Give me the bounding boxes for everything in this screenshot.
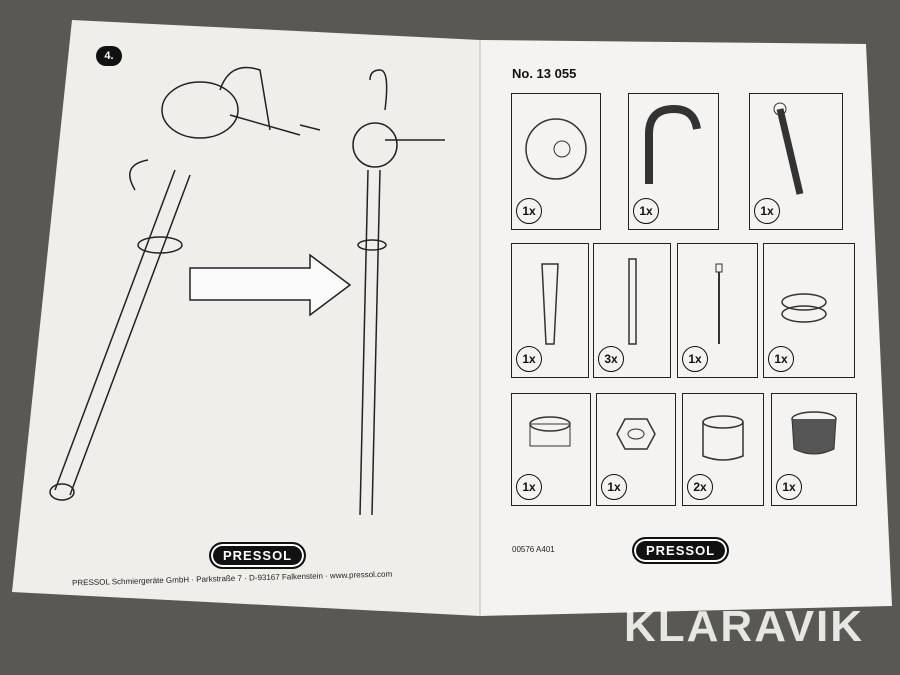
part-box-hex-nut: 1x [596,393,676,506]
quantity-label: 3x [598,346,624,372]
part-box-bung-adapter: 1x [763,243,855,378]
part-box-foot-valve: 1x [771,393,857,506]
part-box-bent-outlet-pipe: 1x [628,93,719,230]
part-number-title: No. 13 055 [512,66,577,81]
quantity-label: 1x [516,198,542,224]
crank-drawing [773,102,804,195]
part-box-sleeve: 2x [682,393,764,506]
right-page [480,40,892,616]
rod-drawing [715,263,723,344]
hex-nut-drawing [616,418,656,450]
left-page [12,20,480,616]
tube-drawing [628,258,637,345]
sleeve-drawing [702,415,744,461]
part-box-crank-handle: 1x [749,93,843,230]
part-box-suction-tube-tapered: 1x [511,243,589,378]
foot-valve-drawing [791,411,837,455]
bent-pipe-drawing [645,104,701,184]
quantity-label: 1x [768,346,794,372]
part-box-rod: 1x [677,243,758,378]
klaravik-watermark: KLARAVIK [624,602,865,651]
part-box-suction-tube: 3x [593,243,671,378]
quantity-label: 1x [601,474,627,500]
tapered-tube-drawing [541,263,559,345]
quantity-label: 1x [682,346,708,372]
quantity-label: 2x [687,474,713,500]
clamp-ring-drawing [529,416,571,447]
quantity-label: 1x [633,198,659,224]
part-box-pump-housing: 1x [511,93,601,230]
part-box-clamp-ring: 1x [511,393,591,506]
quantity-label: 1x [776,474,802,500]
pressol-logo-right: PRESSOL [632,537,730,564]
document-code: 00576 A401 [512,545,555,554]
pump-housing-drawing [525,118,587,180]
step-number-badge: 4. [96,46,122,66]
bung-adapter-drawing [781,293,827,323]
pressol-logo-left: PRESSOL [209,542,307,569]
quantity-label: 1x [516,474,542,500]
pump-illustration [49,66,445,516]
quantity-label: 1x [516,346,542,372]
quantity-label: 1x [754,198,780,224]
